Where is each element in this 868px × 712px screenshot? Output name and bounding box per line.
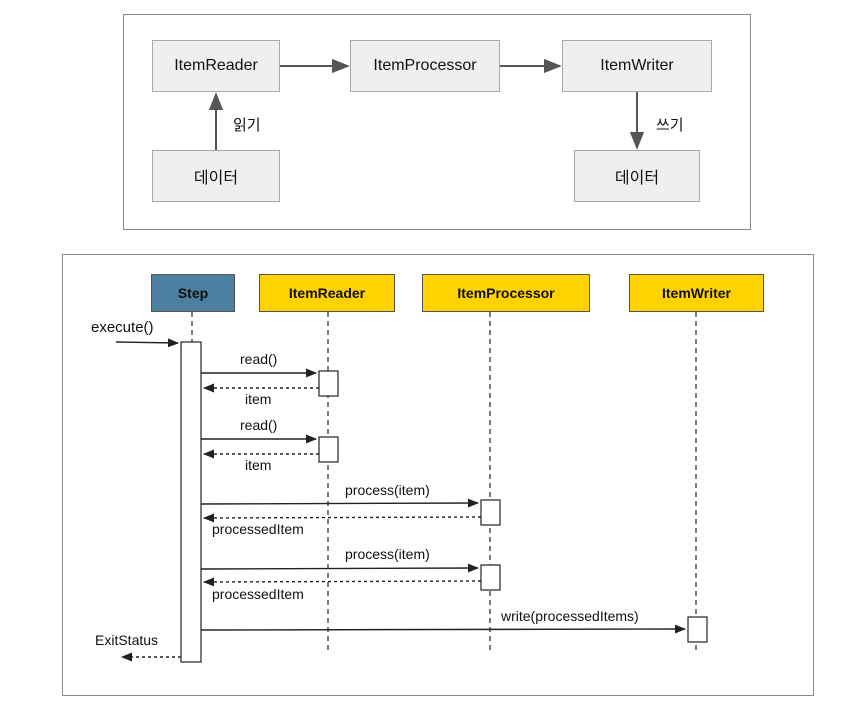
activation-processor-1	[480, 499, 501, 526]
activation-step	[180, 341, 202, 663]
activation-reader-1	[318, 370, 339, 397]
lifeline-item-processor-header: ItemProcessor	[422, 274, 590, 312]
msg-processed2-arrow	[202, 577, 482, 587]
activation-writer	[687, 616, 708, 643]
msg-process2-label: process(item)	[345, 546, 430, 562]
activation-processor-2	[480, 564, 501, 591]
flow-source-data-box: 데이터	[152, 150, 280, 202]
read-label: 읽기	[233, 117, 261, 134]
lifeline-item-writer-header: ItemWriter	[629, 274, 764, 312]
msg-write-arrow	[200, 624, 687, 634]
msg-process1-label: process(item)	[345, 482, 430, 498]
msg-exit-label: ExitStatus	[95, 632, 159, 648]
flow-item-reader-box: ItemReader	[152, 40, 280, 92]
msg-process2-arrow	[200, 563, 480, 573]
flow-item-writer-box: ItemWriter	[562, 40, 712, 92]
msg-read2-label: read()	[240, 417, 278, 433]
msg-processed2-label: processedItem	[212, 586, 304, 602]
lifeline-step-header: Step	[151, 274, 235, 312]
write-label: 쓰기	[656, 117, 684, 134]
msg-execute-arrow	[115, 338, 180, 348]
lifeline-item-reader-header: ItemReader	[259, 274, 395, 312]
msg-processed1-arrow	[202, 513, 482, 523]
flow-target-data-box: 데이터	[574, 150, 700, 202]
msg-execute-label: execute()	[91, 319, 154, 336]
msg-processed1-label: processedItem	[212, 521, 304, 537]
flow-item-processor-box: ItemProcessor	[350, 40, 500, 92]
msg-item2-label: item	[245, 457, 272, 473]
msg-write-label: write(processedItems)	[501, 608, 639, 624]
msg-read1-label: read()	[240, 351, 278, 367]
msg-item1-label: item	[245, 391, 272, 407]
msg-process1-arrow	[200, 498, 480, 508]
activation-reader-2	[318, 436, 339, 463]
